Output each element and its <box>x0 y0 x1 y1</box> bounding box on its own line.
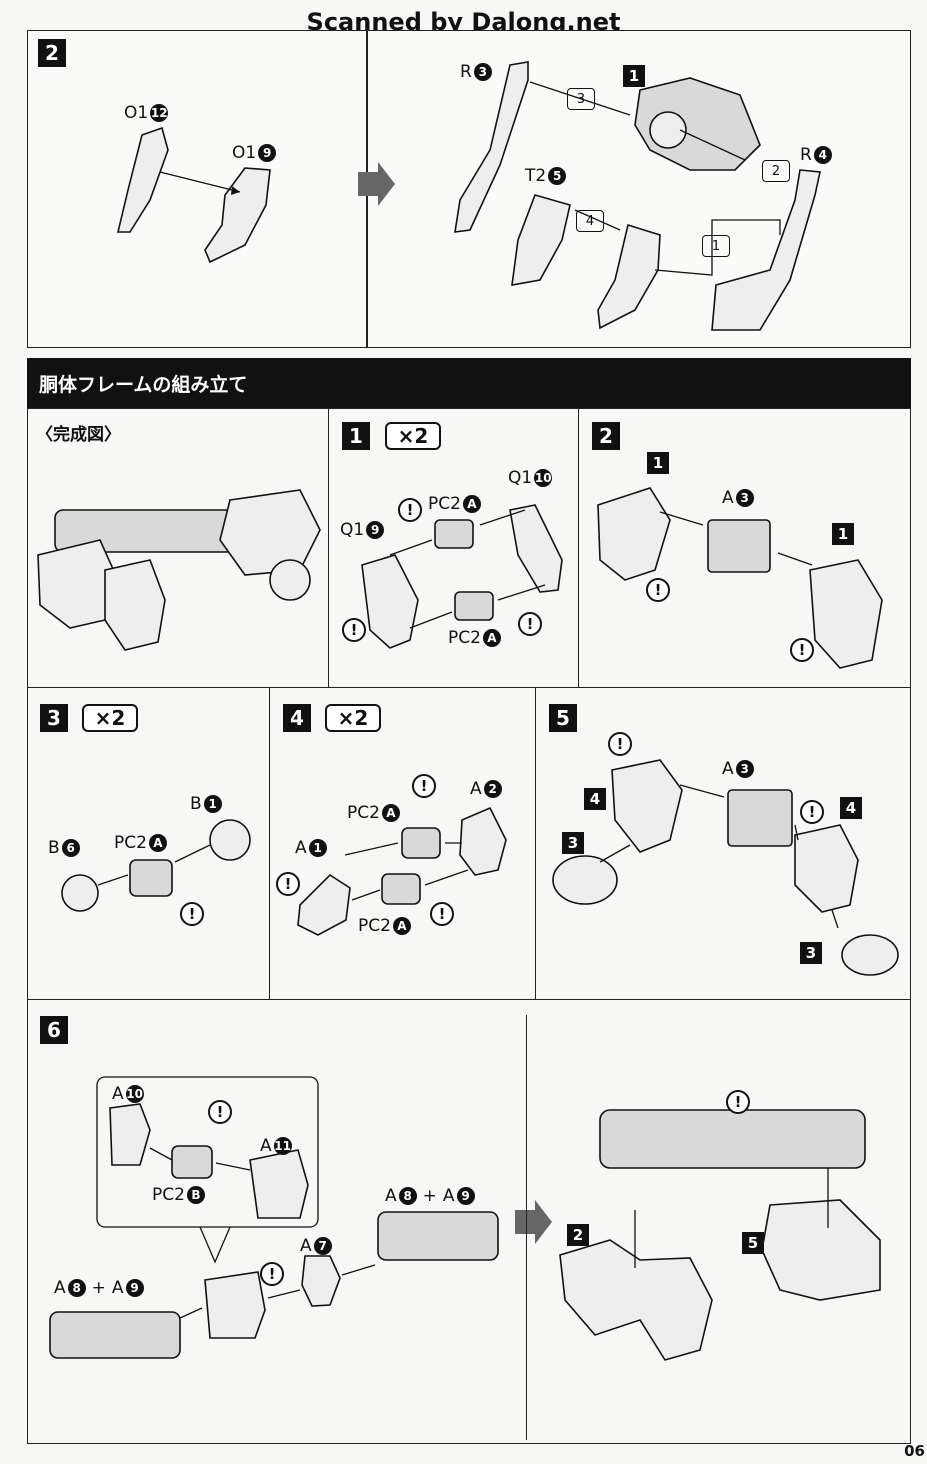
step-number-3: 3 <box>40 704 68 732</box>
part-r-3 <box>454 61 529 233</box>
panel-completed <box>27 408 329 688</box>
badge-1-left: 1 <box>647 452 669 474</box>
warning-icon: ! <box>646 578 670 602</box>
step-arrow-6 <box>515 1200 552 1244</box>
step-number-6: 6 <box>40 1016 68 1044</box>
panel-step6 <box>27 999 911 1444</box>
step6-parts <box>49 1076 881 1361</box>
step3-multiplier: ×2 <box>82 704 138 732</box>
part-o1-12 <box>116 126 169 233</box>
step-number-top-left: 2 <box>38 39 66 67</box>
part-1-assembly <box>634 77 761 171</box>
step4-parts <box>297 806 507 936</box>
step-number-1: 1 <box>342 422 370 450</box>
step6-divider <box>526 1015 527 1440</box>
panel-step5 <box>535 687 911 1000</box>
warning-icon: ! <box>180 902 204 926</box>
warning-icon: ! <box>342 618 366 642</box>
completed-label: 〈完成図〉 <box>36 425 121 445</box>
warning-icon: ! <box>412 774 436 798</box>
badge-3-left: 3 <box>562 832 584 854</box>
part-t2-5 <box>511 194 571 286</box>
warning-icon: ! <box>800 800 824 824</box>
seq-1: 1 <box>702 235 730 257</box>
step1-parts <box>361 504 563 649</box>
warning-icon: ! <box>208 1100 232 1124</box>
seq-2: 2 <box>762 160 790 182</box>
part-r-4 <box>711 169 821 331</box>
seq-3: 3 <box>567 88 595 110</box>
warning-icon: ! <box>608 732 632 756</box>
badge-4-right: 4 <box>840 797 862 819</box>
badge-top-1: 1 <box>623 65 645 87</box>
warning-icon: ! <box>790 638 814 662</box>
step2-parts <box>597 487 883 669</box>
warning-icon: ! <box>276 872 300 896</box>
completed-frame <box>37 489 321 651</box>
step4-multiplier: ×2 <box>325 704 381 732</box>
warning-icon: ! <box>398 498 422 522</box>
seq-4: 4 <box>576 210 604 232</box>
step-number-4: 4 <box>283 704 311 732</box>
step1-multiplier: ×2 <box>385 422 441 450</box>
warning-icon: ! <box>518 612 542 636</box>
step5-parts <box>552 759 899 976</box>
warning-icon: ! <box>726 1090 750 1114</box>
part-o1-9 <box>204 167 271 264</box>
badge-1-right: 1 <box>832 523 854 545</box>
step-number-2: 2 <box>592 422 620 450</box>
badge-2: 2 <box>567 1224 589 1246</box>
step3-parts <box>61 819 251 912</box>
section-title: 胴体フレームの組み立て <box>39 373 248 396</box>
panel-step2 <box>578 408 911 688</box>
section-title-bar: 胴体フレームの組み立て <box>27 358 911 408</box>
badge-3-right: 3 <box>800 942 822 964</box>
step-number-5: 5 <box>549 704 577 732</box>
badge-5: 5 <box>742 1232 764 1254</box>
badge-4-left: 4 <box>584 788 606 810</box>
page-number: 06 <box>904 1442 925 1460</box>
part-o1-assembly <box>597 223 661 330</box>
step-arrow-top <box>358 162 395 206</box>
warning-icon: ! <box>430 902 454 926</box>
warning-icon: ! <box>260 1262 284 1286</box>
